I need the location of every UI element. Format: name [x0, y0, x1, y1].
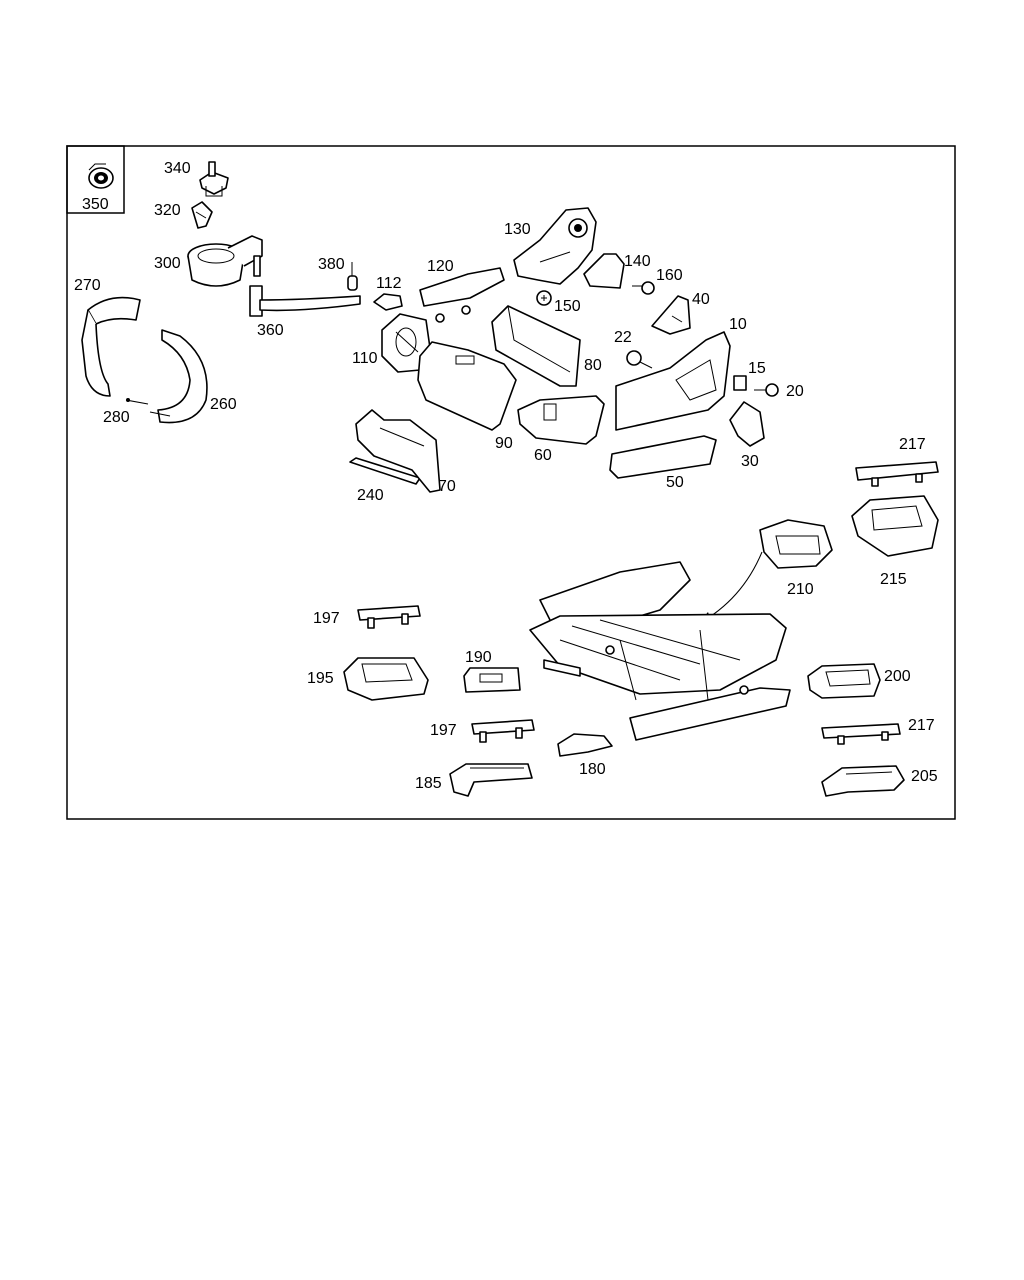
label-10: 10 [729, 316, 747, 333]
label-160: 160 [656, 267, 683, 284]
label-215: 215 [880, 571, 907, 588]
label-180: 180 [579, 761, 606, 778]
part-22-icon [626, 350, 653, 369]
part-180-icon [557, 733, 613, 757]
part-70-icon [355, 409, 441, 493]
part-200-icon [807, 663, 881, 699]
label-197-lower: 197 [430, 722, 457, 739]
label-197-upper: 197 [313, 610, 340, 627]
part-210-icon [759, 519, 833, 569]
part-205-icon [821, 765, 905, 797]
label-340: 340 [164, 160, 191, 177]
label-120: 120 [427, 258, 454, 275]
part-80-icon [491, 305, 581, 387]
label-350: 350 [82, 196, 109, 213]
label-15: 15 [748, 360, 766, 377]
part-215-icon [851, 495, 939, 557]
label-217-lower: 217 [908, 717, 935, 734]
part-217-upper-icon [855, 461, 939, 487]
part-10-icon [615, 331, 731, 431]
label-20: 20 [786, 383, 804, 400]
label-90: 90 [495, 435, 513, 452]
inset-box: 350 [66, 145, 125, 214]
label-30: 30 [741, 453, 759, 470]
label-195: 195 [307, 670, 334, 687]
label-130: 130 [504, 221, 531, 238]
part-197-upper-icon [357, 605, 421, 629]
label-280: 280 [103, 409, 130, 426]
part-60-icon [517, 395, 605, 445]
label-40: 40 [692, 291, 710, 308]
label-140: 140 [624, 253, 651, 270]
label-70: 70 [438, 478, 456, 495]
label-110: 110 [352, 350, 378, 367]
label-112: 112 [376, 275, 402, 292]
label-240: 240 [357, 487, 384, 504]
label-380: 380 [318, 256, 345, 273]
part-40-icon [651, 295, 691, 335]
part-280-icon [125, 398, 149, 405]
label-150: 150 [554, 298, 581, 315]
grommet-icon [88, 163, 114, 189]
label-205: 205 [911, 768, 938, 785]
label-270: 270 [74, 277, 101, 294]
part-195-icon [343, 657, 429, 701]
label-50: 50 [666, 474, 684, 491]
label-320: 320 [154, 202, 181, 219]
seat-frame-icon [529, 561, 791, 741]
part-260-icon [149, 329, 208, 424]
part-380-icon [347, 262, 358, 291]
part-20-icon [754, 383, 779, 397]
part-15-icon [733, 375, 747, 391]
part-120-icon [419, 267, 505, 323]
part-160-icon [632, 281, 655, 295]
part-50-icon [609, 435, 717, 479]
label-190: 190 [465, 649, 492, 666]
part-300-icon [187, 235, 263, 287]
label-300: 300 [154, 255, 181, 272]
diagram-frame [66, 145, 956, 820]
label-360: 360 [257, 322, 284, 339]
part-360-icon [249, 285, 361, 317]
assembly-arrow [697, 551, 763, 625]
part-270-icon [81, 296, 141, 397]
part-90-icon [417, 341, 517, 431]
part-190-icon [463, 667, 521, 693]
part-30-icon [729, 401, 765, 447]
part-217-lower-icon [821, 723, 901, 745]
label-22: 22 [614, 329, 632, 346]
label-217-upper: 217 [899, 436, 926, 453]
part-320-icon [191, 201, 213, 229]
part-185-icon [449, 763, 533, 797]
label-200: 200 [884, 668, 911, 685]
label-185: 185 [415, 775, 442, 792]
part-130-icon [513, 207, 597, 285]
label-60: 60 [534, 447, 552, 464]
part-340-icon [199, 161, 229, 197]
label-80: 80 [584, 357, 602, 374]
part-140-icon [583, 253, 625, 289]
part-112-icon [373, 293, 403, 311]
label-210: 210 [787, 581, 814, 598]
part-197-lower-icon [471, 719, 535, 743]
part-150-icon [536, 290, 552, 306]
label-260: 260 [210, 396, 237, 413]
